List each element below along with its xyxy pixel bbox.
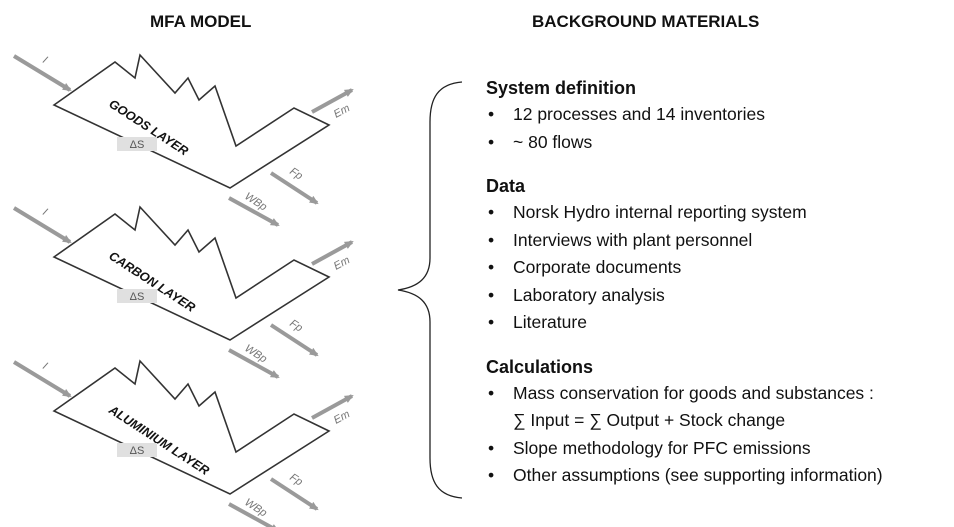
list-item: • Slope methodology for PFC emissions	[486, 435, 952, 463]
list-item-text: 12 processes and 14 inventories	[513, 104, 765, 124]
input-flow-label: I	[40, 206, 49, 218]
input-flow-arrow	[12, 54, 72, 92]
list-item-text: Mass conservation for goods and substanc…	[513, 382, 874, 403]
product-flow-arrow	[269, 323, 319, 357]
list-item-text: ~ 80 flows	[513, 131, 593, 152]
input-flow-arrow	[12, 360, 72, 398]
section-system-definition: System definition • 12 processes and 14 in…	[486, 76, 952, 156]
bullet-icon: •	[488, 202, 495, 222]
waste-flow-label: WBp	[242, 190, 269, 213]
product-flow-label: Fp	[287, 165, 304, 182]
list-item-text: Literature	[513, 312, 587, 332]
emission-flow-arrow	[311, 240, 354, 266]
product-flow-arrow	[269, 171, 319, 205]
bullet-icon: •	[488, 229, 495, 250]
emission-flow-label: Em	[332, 254, 352, 272]
layer-outline	[52, 359, 331, 495]
bullet-list: • 12 processes and 14 inventories • ~ 80 fl…	[486, 101, 952, 156]
bullet-list: • Mass conservation for goods and substan…	[486, 380, 952, 490]
list-item-text: Interviews with plant personnel	[513, 229, 753, 250]
input-flow-arrow	[12, 206, 72, 244]
list-item: • Literature	[486, 309, 952, 337]
section-title: System definition	[486, 78, 637, 98]
bullet-icon: •	[488, 131, 495, 152]
stock-change-box	[117, 289, 157, 303]
bullet-list: • Norsk Hydro internal reporting system • I…	[486, 199, 952, 337]
emission-flow-arrow	[311, 88, 354, 114]
list-item: • Laboratory analysis	[486, 282, 952, 310]
list-item: • 12 processes and 14 inventories	[486, 101, 952, 129]
list-item: • Interviews with plant personnel	[486, 227, 952, 255]
bullet-icon: •	[488, 257, 495, 277]
mfa-model-heading: MFA MODEL	[150, 12, 252, 31]
list-item: • Other assumptions (see supporting infor…	[486, 462, 952, 490]
bullet-icon: •	[488, 437, 495, 458]
section-data: Data • Norsk Hydro internal reporting syst…	[486, 174, 952, 337]
stock-change-label: ΔS	[130, 445, 145, 457]
waste-flow-arrow	[228, 348, 280, 379]
list-item-text: Slope methodology for PFC emissions	[513, 437, 811, 458]
list-item: • Norsk Hydro internal reporting system	[486, 199, 952, 227]
list-item-text: Laboratory analysis	[513, 284, 665, 305]
stock-change-box	[117, 137, 157, 151]
bullet-icon: •	[488, 382, 495, 403]
input-flow-label: I	[40, 54, 49, 66]
background-materials-panel: System definition • 12 processes and 14 in…	[486, 76, 952, 508]
waste-flow-label: WBp	[242, 342, 269, 365]
bullet-icon: •	[488, 312, 495, 332]
stock-change-box	[117, 443, 157, 457]
list-item-text: Corporate documents	[513, 257, 682, 277]
section-title: Calculations	[486, 356, 594, 377]
stock-change-label: ΔS	[130, 139, 145, 151]
stock-change-label: ΔS	[130, 291, 145, 303]
input-flow-label: I	[40, 360, 49, 372]
waste-flow-arrow	[228, 196, 280, 227]
product-flow-label: Fp	[287, 471, 304, 488]
waste-flow-label: WBp	[242, 496, 269, 519]
list-item-text: ∑ Input = ∑ Output + Stock change	[513, 410, 786, 430]
layer-outline	[52, 205, 331, 341]
emission-flow-arrow	[311, 394, 354, 420]
list-item-text: Other assumptions (see supporting inform…	[513, 465, 883, 485]
bullet-icon: •	[488, 284, 495, 305]
section-calculations: Calculations • Mass conservation for goods…	[486, 355, 952, 490]
bullet-icon: •	[488, 104, 495, 124]
product-flow-label: Fp	[287, 317, 304, 334]
emission-flow-label: Em	[332, 408, 352, 426]
list-item: • Corporate documents	[486, 254, 952, 282]
list-item: • Mass conservation for goods and substan…	[486, 380, 952, 435]
list-item-text: Norsk Hydro internal reporting system	[513, 202, 807, 222]
emission-flow-label: Em	[332, 102, 352, 120]
layer-outline	[52, 53, 331, 189]
list-item: • ~ 80 flows	[486, 129, 952, 157]
product-flow-arrow	[269, 477, 319, 511]
bullet-icon: •	[488, 465, 495, 485]
section-title: Data	[486, 176, 526, 196]
background-materials-heading: BACKGROUND MATERIALS	[532, 12, 760, 31]
grouping-brace	[397, 81, 463, 499]
